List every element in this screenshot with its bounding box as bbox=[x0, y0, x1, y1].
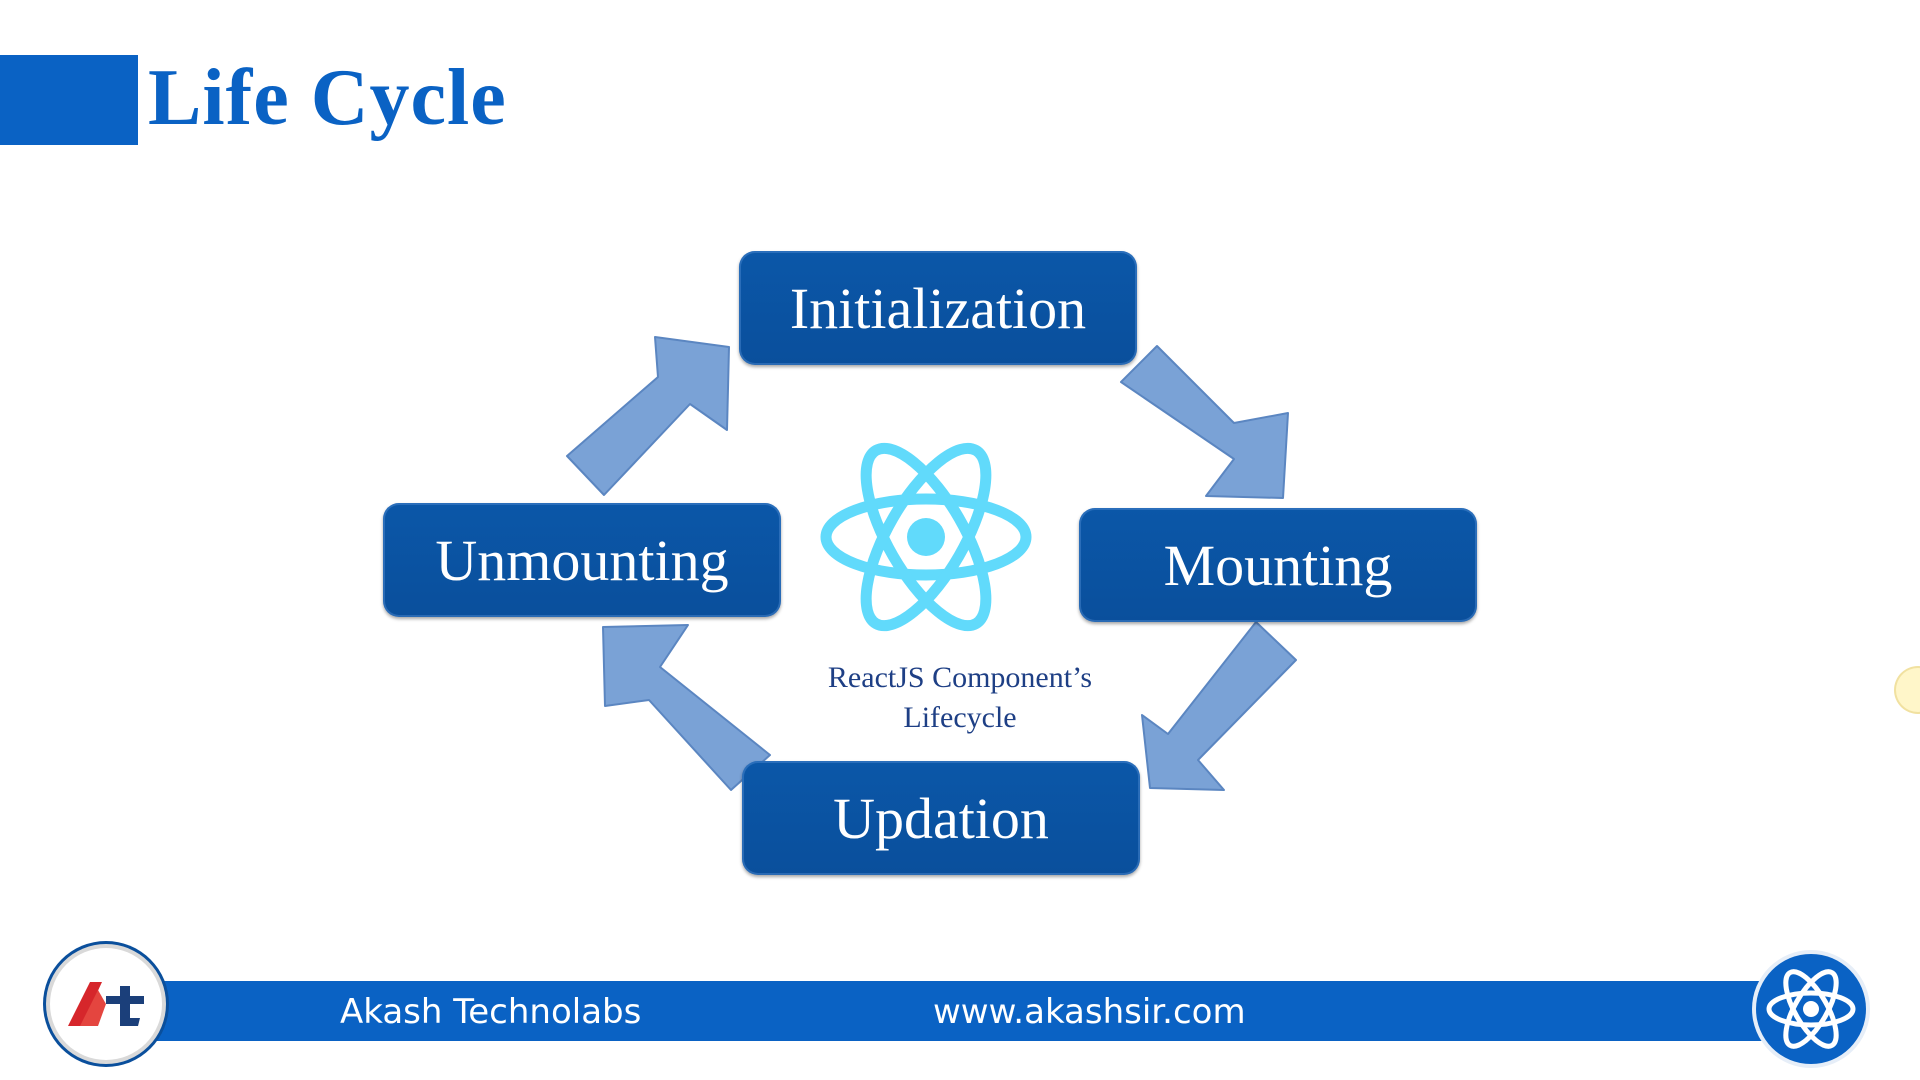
footer-company-name: Akash Technolabs bbox=[340, 992, 642, 1032]
react-atom-icon bbox=[820, 442, 1032, 632]
arrow-update-to-unmount bbox=[602, 624, 771, 791]
footer-band bbox=[110, 981, 1790, 1041]
react-atom-icon bbox=[1766, 969, 1856, 1049]
footer-website-link[interactable]: www.akashsir.com bbox=[933, 992, 1246, 1032]
center-label-line2: Lifecycle bbox=[903, 701, 1017, 734]
arrow-init-to-mount bbox=[1120, 345, 1289, 499]
arrow-unmount-to-init bbox=[566, 336, 730, 496]
react-logo-badge bbox=[1756, 954, 1866, 1064]
stage-updation: Updation bbox=[742, 761, 1140, 875]
center-label: ReactJS Component’s Lifecycle bbox=[760, 658, 1160, 738]
stage-mounting: Mounting bbox=[1079, 508, 1477, 622]
stage-unmounting: Unmounting bbox=[383, 503, 781, 617]
stage-initialization: Initialization bbox=[739, 251, 1137, 365]
title-accent-bar bbox=[0, 55, 138, 145]
arrow-mount-to-update bbox=[1141, 621, 1297, 791]
akash-technolabs-logo-icon bbox=[50, 948, 162, 1060]
slide-title: Life Cycle bbox=[148, 54, 507, 142]
center-label-line1: ReactJS Component’s bbox=[827, 661, 1093, 694]
logo-mark bbox=[68, 982, 144, 1026]
